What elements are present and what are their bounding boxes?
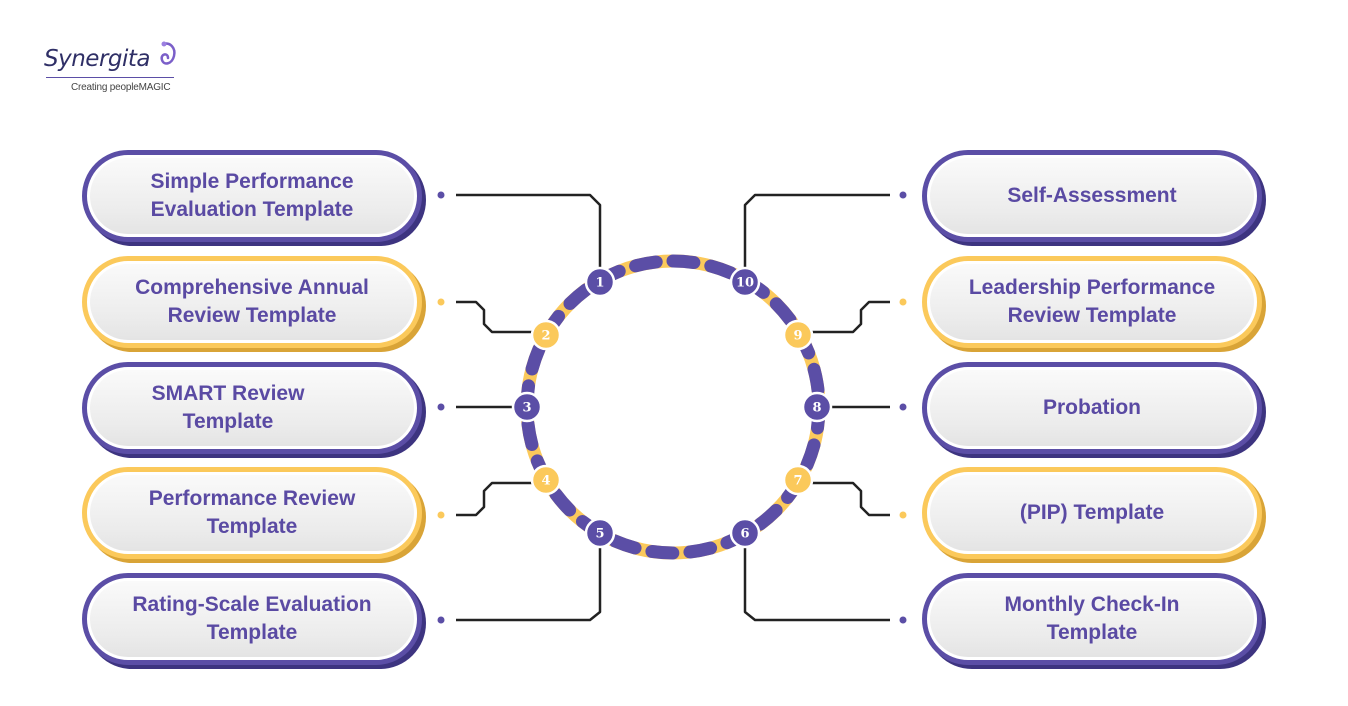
template-label-1: Simple Performance Evaluation Template [150,170,354,221]
connector-10 [743,193,890,270]
template-label-3: SMART Review Template [151,382,305,433]
template-card-7: (PIP) Template [922,467,1262,559]
node-number-7: 7 [793,474,802,489]
node-5 [584,517,616,549]
node-number-6: 6 [740,527,749,542]
template-label-2: Comprehensive Annual Review Template [135,276,369,327]
connector-2 [456,300,532,334]
connector-5 [456,547,602,622]
number-nodes: 1 2 3 4 5 6 7 8 9 10 [511,266,833,549]
brand-swirl-icon [160,41,176,65]
connector-dot-7 [899,511,907,519]
template-card-4: Performance Review Template [82,467,422,559]
connector-dot-2 [437,298,445,306]
node-number-1: 1 [595,276,604,291]
template-card-6: Monthly Check-In Template [922,573,1262,665]
connector-lines [437,191,907,624]
node-10 [729,266,761,298]
template-card-10: Self-Assessment [922,150,1262,242]
node-7 [782,464,814,496]
node-6 [729,517,761,549]
template-card-9: Leadership Performance Review Template [922,256,1262,348]
connector-7 [812,481,890,517]
node-number-9: 9 [793,329,802,344]
template-label-7: (PIP) Template [1019,501,1165,524]
template-label-5: Rating-Scale Evaluation Template [132,593,372,644]
connector-dot-8 [899,403,907,411]
template-card-1: Simple Performance Evaluation Template [82,150,422,242]
node-3 [511,391,543,423]
template-label-4: Performance Review Template [148,487,356,538]
template-card-8: Probation [922,362,1262,454]
connector-1 [456,193,602,270]
node-number-2: 2 [541,329,550,344]
node-4 [530,464,562,496]
connector-dot-9 [899,298,907,306]
template-label-10: Self-Assessment [1007,184,1177,207]
node-2 [530,319,562,351]
connector-9 [812,300,890,334]
template-card-2: Comprehensive Annual Review Template [82,256,422,348]
brand-divider [46,77,174,78]
connector-dot-10 [899,191,907,199]
brand-name: Synergita [44,46,151,72]
node-8 [801,391,833,423]
node-number-10: 10 [736,276,754,291]
cycle-ring [520,254,826,560]
brand-tagline: Creating peopleMAGIC [71,82,171,93]
node-9 [782,319,814,351]
node-number-3: 3 [522,401,531,416]
connector-4 [456,481,532,517]
connector-6 [743,547,890,622]
template-label-6: Monthly Check-In Template [1004,593,1180,644]
connector-dot-6 [899,616,907,624]
connector-dot-4 [437,511,445,519]
connector-dot-5 [437,616,445,624]
connector-dot-1 [437,191,445,199]
template-card-5: Rating-Scale Evaluation Template [82,573,422,665]
brand-logo: Synergita Creating peopleMAGIC [44,40,184,100]
ring-dashes [520,254,826,560]
template-label-9: Leadership Performance Review Template [968,276,1216,327]
template-label-8: Probation [1043,396,1141,419]
node-1 [584,266,616,298]
connector-dot-3 [437,403,445,411]
template-card-3: SMART Review Template [82,362,422,454]
node-number-8: 8 [812,401,821,416]
node-number-4: 4 [541,474,550,489]
node-number-5: 5 [595,527,604,542]
